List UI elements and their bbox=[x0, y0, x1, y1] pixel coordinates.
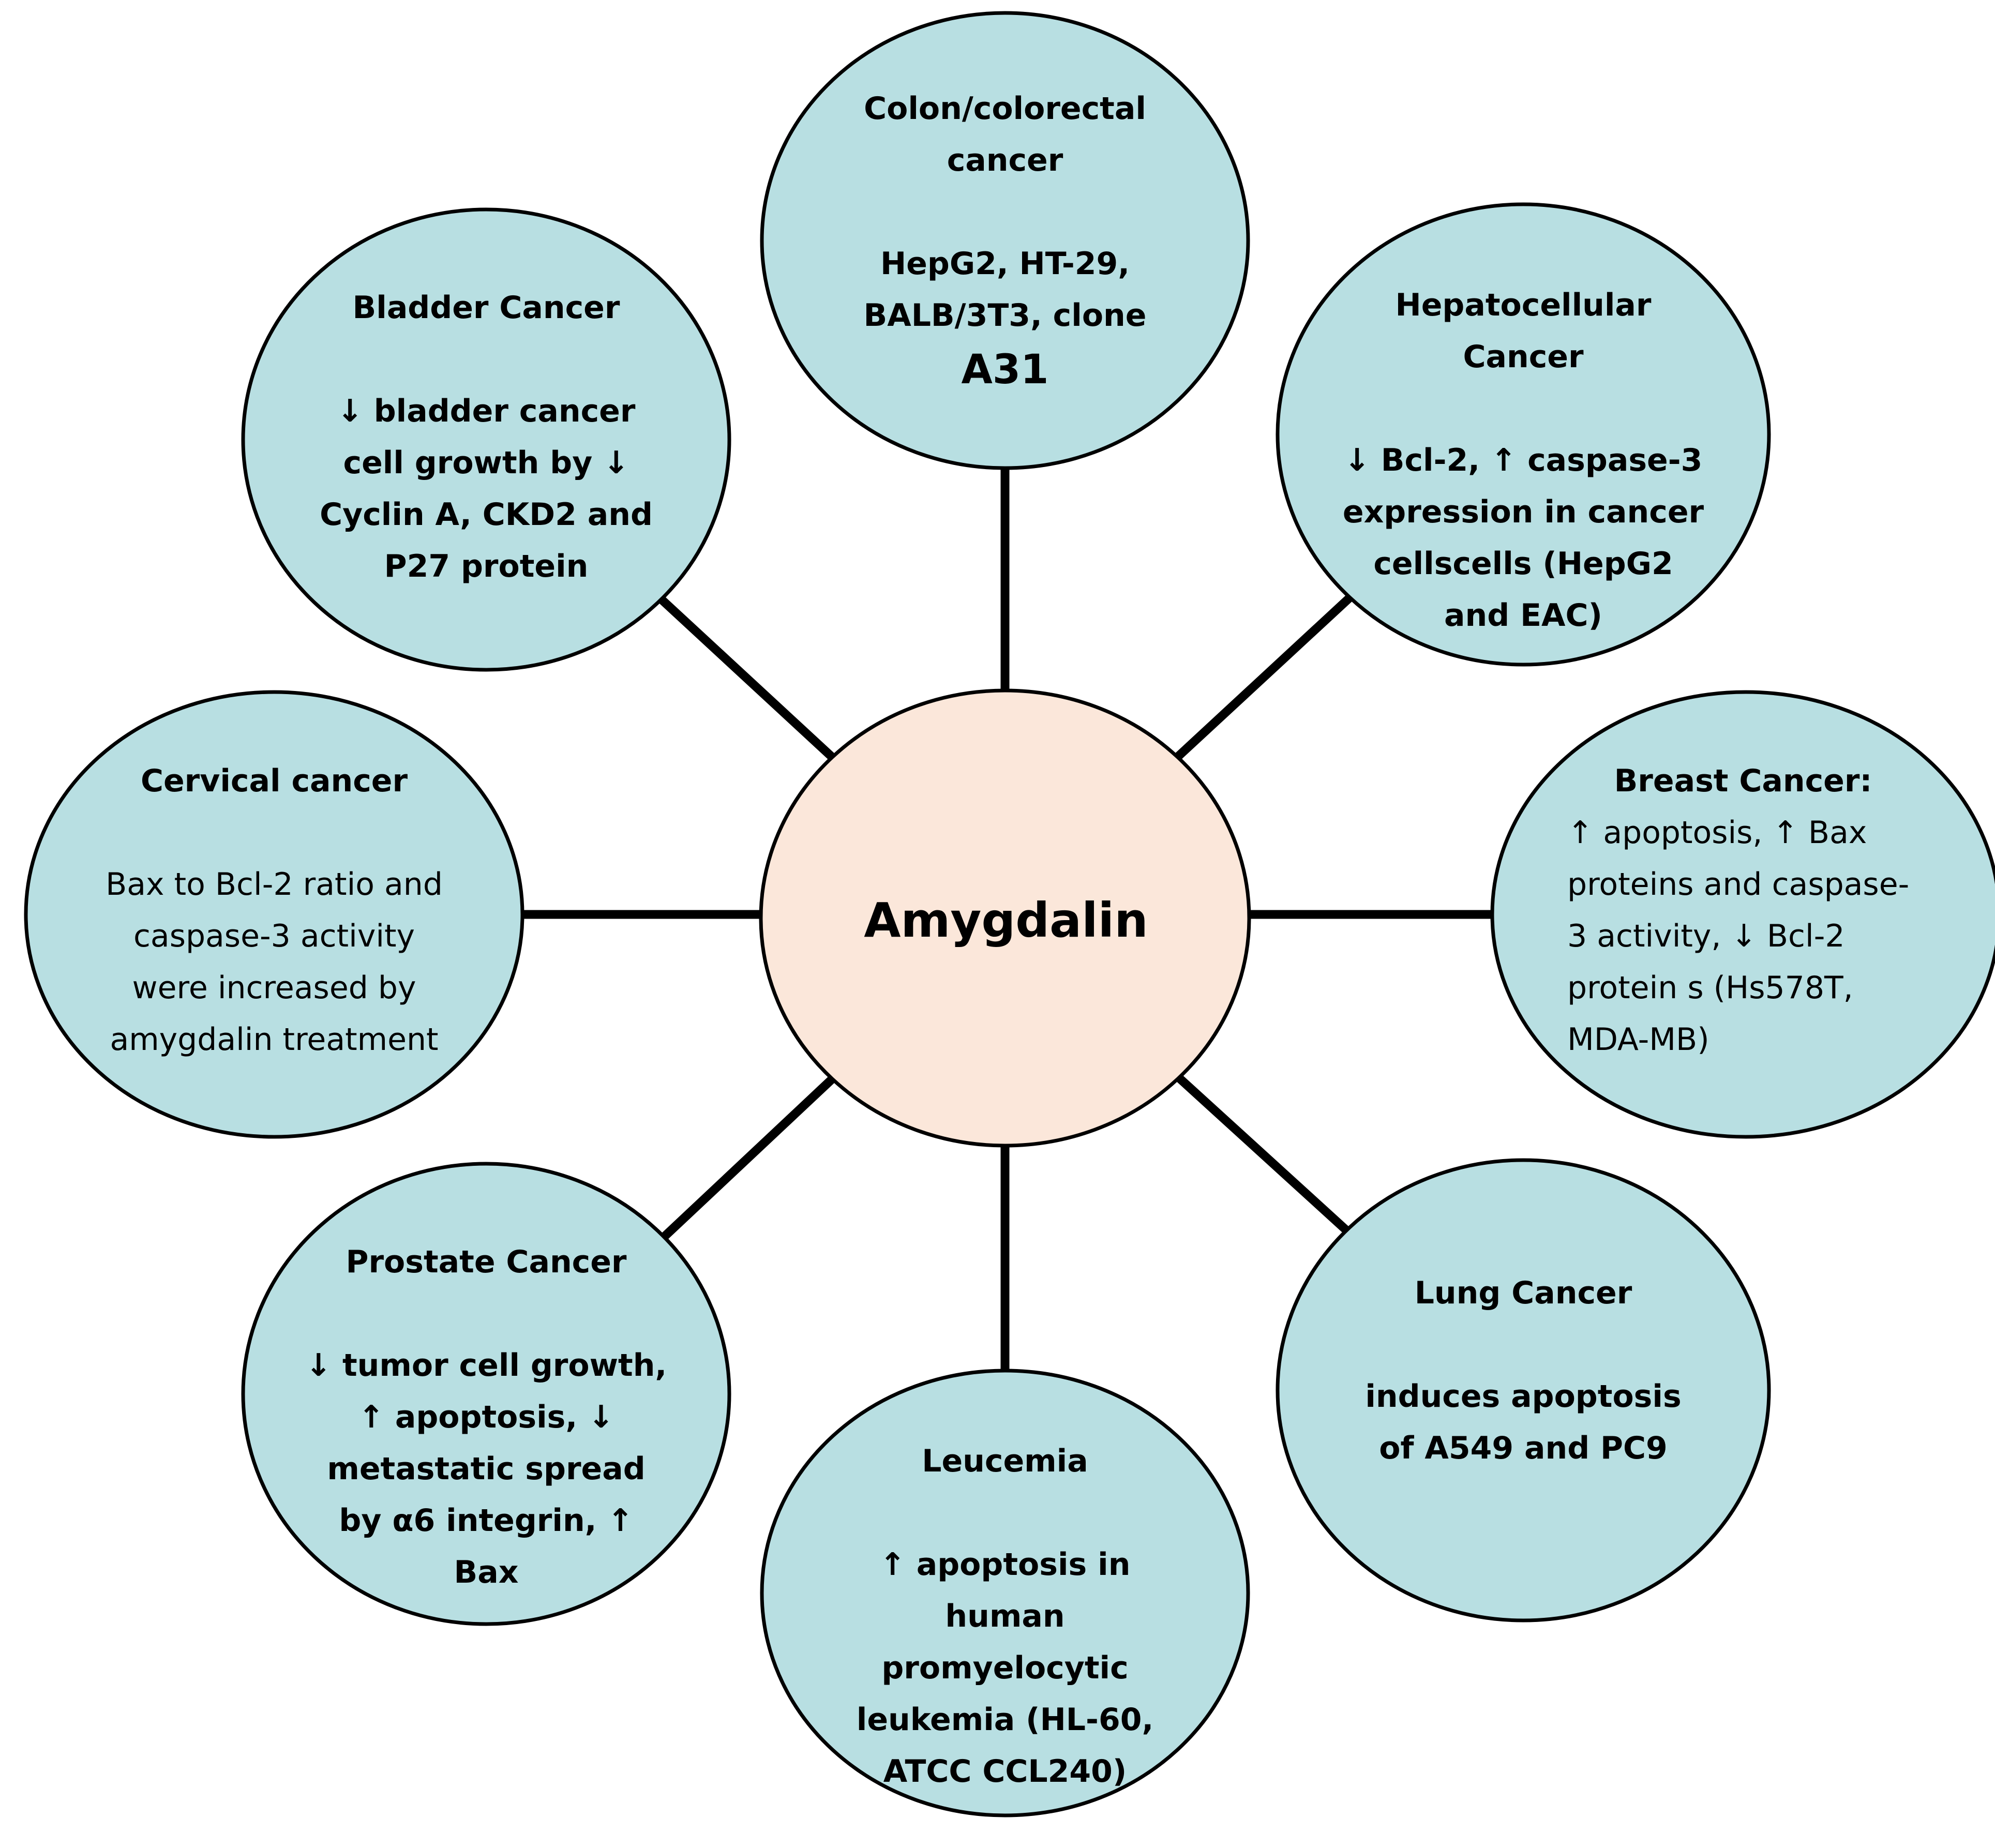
node-text-colon: Colon/colorectal cancer HepG2, HT-29, BA… bbox=[819, 83, 1191, 398]
node-title-lung: Lung Cancer bbox=[1414, 1275, 1632, 1311]
connector-lung bbox=[1174, 1072, 1353, 1237]
node-body-lung: induces apoptosis of A549 and PC9 bbox=[1365, 1378, 1682, 1466]
node-leucemia bbox=[760, 1369, 1250, 1817]
node-text-lung: Lung Cancer induces apoptosis of A549 an… bbox=[1345, 1267, 1702, 1474]
node-title-bladder: Bladder Cancer bbox=[352, 290, 620, 326]
node-body-prostate: ↓ tumor cell growth, ↑ apoptosis, ↓ meta… bbox=[305, 1347, 667, 1590]
node-body-bladder: ↓ bladder cancer cell growth by ↓ Cyclin… bbox=[320, 393, 653, 584]
node-title-leucemia: Leucemia bbox=[922, 1443, 1088, 1479]
node-text-hepatocellular: Hepatocellular Cancer ↓ Bcl-2, ↑ caspase… bbox=[1340, 279, 1707, 641]
node-lung bbox=[1276, 1158, 1771, 1622]
node-title-colon: Colon/colorectal cancer bbox=[864, 91, 1146, 178]
node-body-cervical: Bax to Bcl-2 ratio and caspase-3 activit… bbox=[106, 866, 443, 1058]
node-body-leucemia: ↑ apoptosis in human promyelocytic leuke… bbox=[856, 1546, 1154, 1790]
node-text-bladder: Bladder Cancer ↓ bladder cancer cell gro… bbox=[305, 282, 667, 592]
node-body-hepatocellular: ↓ Bcl-2, ↑ caspase-3 expression in cance… bbox=[1342, 442, 1704, 634]
connector-bladder bbox=[659, 596, 836, 761]
node-prostate bbox=[241, 1162, 731, 1626]
node-text-leucemia: Leucemia ↑ apoptosis in human promyelocy… bbox=[824, 1435, 1186, 1797]
node-bladder bbox=[241, 207, 731, 672]
node-title-hepatocellular: Hepatocellular Cancer bbox=[1395, 287, 1652, 375]
node-title-breast: Breast Cancer: bbox=[1614, 763, 1872, 799]
node-colon bbox=[760, 11, 1250, 470]
node-hepatocellular bbox=[1276, 202, 1771, 667]
node-cervical bbox=[24, 690, 524, 1139]
node-title-cervical: Cervical cancer bbox=[140, 763, 408, 799]
node-body-breast: ↑ apoptosis, ↑ Bax proteins and caspase-… bbox=[1567, 815, 1910, 1058]
connector-hepatocellular bbox=[1174, 594, 1353, 761]
node-text-breast: Breast Cancer: ↑ apoptosis, ↑ Bax protei… bbox=[1567, 755, 1919, 1065]
connector-prostate bbox=[659, 1075, 836, 1242]
node-title-prostate: Prostate Cancer bbox=[346, 1244, 627, 1280]
node-text-prostate: Prostate Cancer ↓ tumor cell growth, ↑ a… bbox=[305, 1236, 667, 1598]
node-body-colon: HepG2, HT-29, BALB/3T3, clone bbox=[863, 246, 1147, 334]
node-center bbox=[759, 688, 1251, 1148]
node-extra-colon: A31 bbox=[961, 347, 1049, 393]
center-label: Amygdalin bbox=[864, 893, 1148, 948]
node-text-cervical: Cervical cancer Bax to Bcl-2 ratio and c… bbox=[93, 755, 455, 1065]
node-breast bbox=[1490, 690, 1995, 1139]
